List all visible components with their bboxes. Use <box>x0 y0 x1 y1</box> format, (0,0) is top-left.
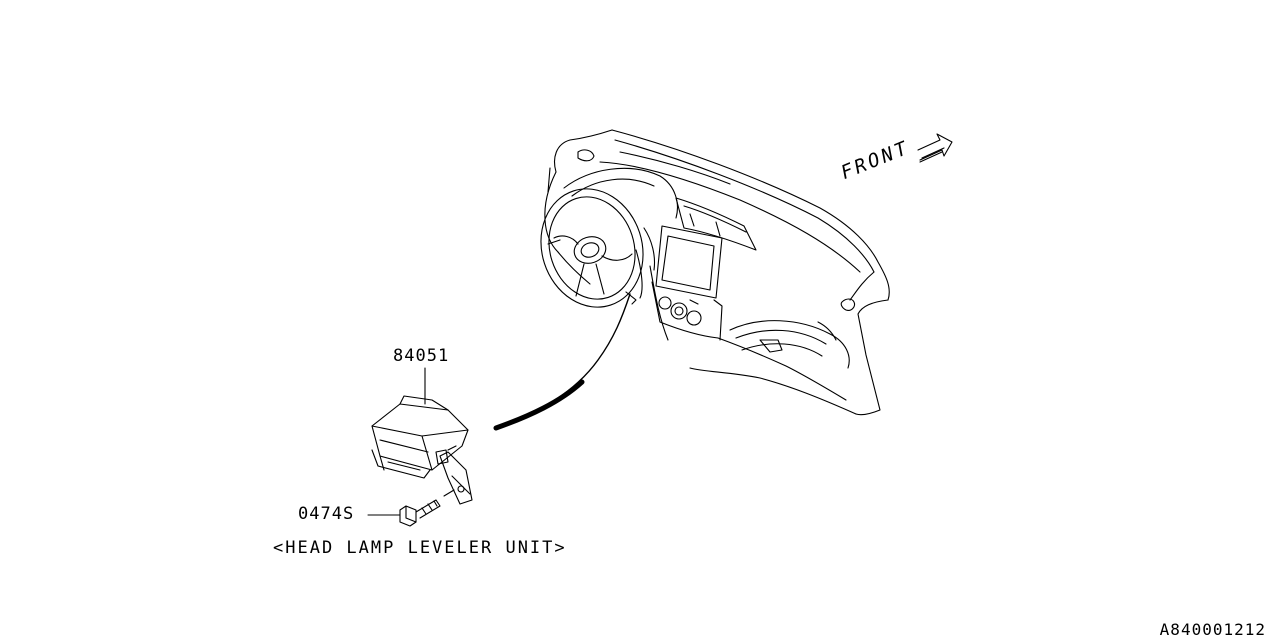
part-number-0474s: 0474S <box>298 504 355 524</box>
instrument-panel-drawing <box>540 129 890 416</box>
leveler-unit-drawing <box>371 395 473 505</box>
bolt-drawing <box>399 489 455 527</box>
diagram-caption: <HEAD LAMP LEVELER UNIT> <box>273 538 567 558</box>
figure-code: A840001212 <box>1159 620 1266 639</box>
harness-wire-thick <box>493 379 585 431</box>
part-number-84051: 84051 <box>393 346 450 366</box>
harness-wire <box>495 293 631 429</box>
double-outline-arrow-icon <box>917 133 953 163</box>
